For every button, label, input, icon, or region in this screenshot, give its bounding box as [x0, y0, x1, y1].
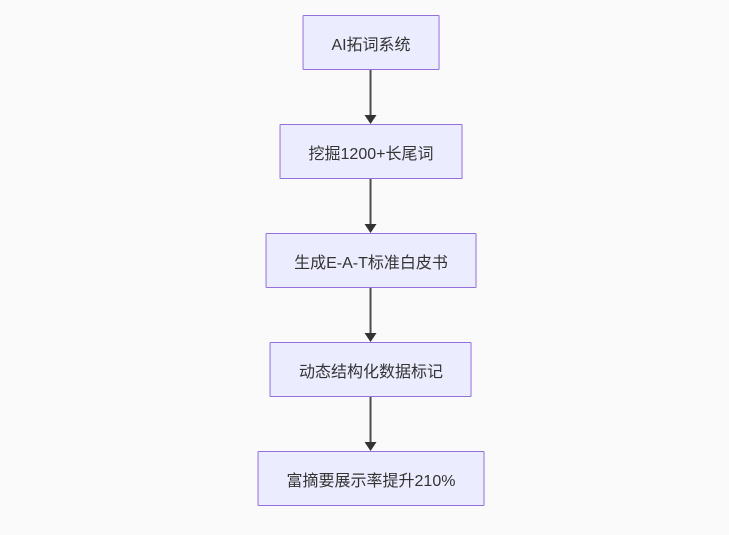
flowchart: AI拓词系统 挖掘1200+长尾词 生成E-A-T标准白皮书 动态结构化数据标记…: [257, 15, 485, 506]
arrow-shaft: [370, 70, 372, 115]
arrow-shaft: [370, 288, 372, 333]
arrowhead-icon: [365, 224, 377, 233]
flow-node-label: 生成E-A-T标准白皮书: [294, 254, 448, 272]
arrow-down-4: [365, 397, 377, 451]
arrowhead-icon: [365, 442, 377, 451]
arrowhead-icon: [365, 333, 377, 342]
flow-node-eat-whitepaper: 生成E-A-T标准白皮书: [265, 233, 477, 288]
flow-node-label: 挖掘1200+长尾词: [308, 145, 434, 163]
flow-node-rich-snippet: 富摘要展示率提升210%: [257, 451, 485, 506]
flow-node-ai-system: AI拓词系统: [302, 15, 440, 70]
flow-node-label: 富摘要展示率提升210%: [286, 472, 456, 490]
flow-node-longtail-words: 挖掘1200+长尾词: [279, 124, 463, 179]
arrow-down-1: [365, 70, 377, 124]
flow-node-structured-data: 动态结构化数据标记: [269, 342, 472, 397]
flow-node-label: 动态结构化数据标记: [298, 363, 443, 381]
flow-node-label: AI拓词系统: [331, 36, 411, 54]
arrow-down-2: [365, 179, 377, 233]
arrowhead-icon: [365, 115, 377, 124]
arrow-shaft: [370, 179, 372, 224]
arrow-down-3: [365, 288, 377, 342]
arrow-shaft: [370, 397, 372, 442]
